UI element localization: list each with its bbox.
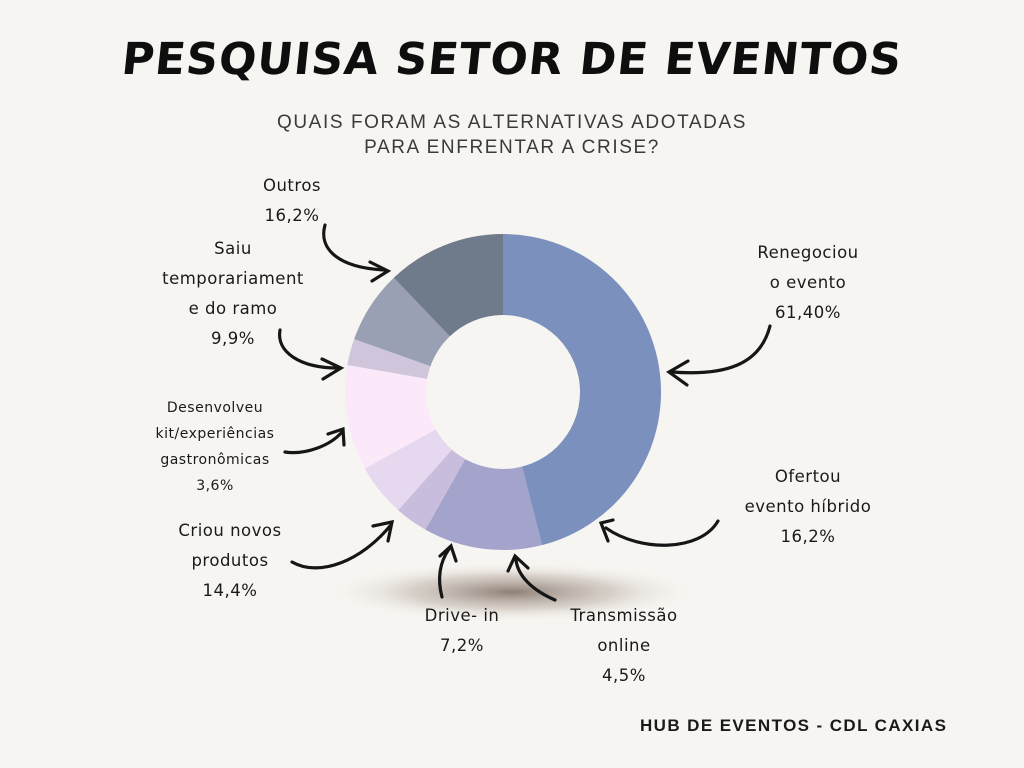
arrow-produtos	[290, 524, 392, 570]
arrow-head-outros	[368, 260, 392, 283]
label-transmissao: Transmissão online 4,5%	[570, 606, 678, 685]
arrow-drive	[438, 547, 451, 599]
footer-source: HUB DE EVENTOS - CDL CAXIAS	[640, 716, 948, 735]
arrow-head-kit	[326, 426, 346, 447]
arrow-head-drive	[438, 543, 458, 563]
label-kit: Desenvolveu kit/experiências gastronômic…	[155, 400, 275, 494]
slice-renegociou	[503, 234, 661, 546]
question-line-2: PARA ENFRENTAR A CRISE?	[364, 137, 660, 158]
label-renegociou: Renegociou o evento 61,40%	[757, 243, 859, 322]
label-saiu: Saiu temporariament e do ramo 9,9%	[162, 239, 304, 348]
arrow-outros	[322, 223, 387, 272]
label-produtos: Criou novos produtos 14,4%	[178, 521, 282, 600]
label-drive: Drive- in 7,2%	[424, 606, 500, 655]
arrow-hibrido	[604, 519, 720, 547]
label-hibrido: Ofertou evento híbrido 16,2%	[744, 467, 872, 546]
arrow-saiu	[278, 328, 340, 370]
label-outros: Outros 16,2%	[262, 176, 322, 225]
arrow-transmissao	[514, 558, 557, 602]
arrow-head-saiu	[320, 357, 345, 381]
chart-shadow	[327, 562, 697, 622]
donut-hole	[426, 315, 580, 469]
arrow-renegociou	[670, 324, 772, 375]
chart-question: QUAIS FORAM AS ALTERNATIVAS ADOTADAS PAR…	[0, 110, 1024, 160]
arrow-head-transmissao	[506, 553, 530, 573]
arrow-kit	[283, 430, 344, 455]
question-line-1: QUAIS FORAM AS ALTERNATIVAS ADOTADAS	[276, 112, 748, 133]
arrow-head-renegociou	[666, 359, 690, 387]
arrow-head-produtos	[371, 519, 395, 543]
arrow-head-hibrido	[598, 518, 615, 543]
